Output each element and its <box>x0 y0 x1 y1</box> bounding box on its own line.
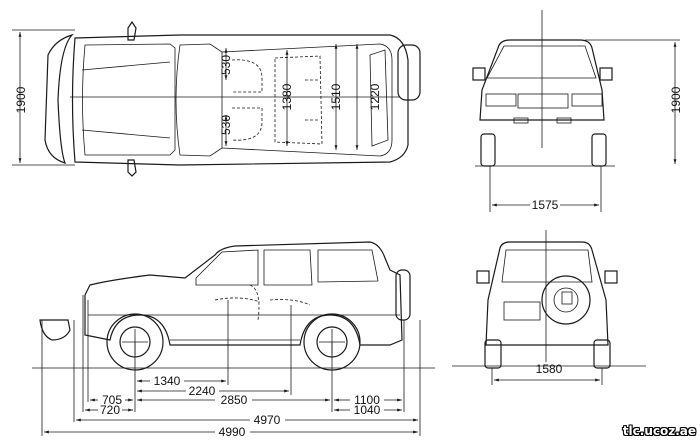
top-view-labels: 1900 530 530 1380 1510 1220 <box>14 55 382 135</box>
dim-front-seat-left: 530 <box>219 55 233 75</box>
dim-interior-width-front: 1380 <box>280 83 294 110</box>
dim-front-track: 1575 <box>532 198 559 212</box>
dim-wheelbase: 2850 <box>221 393 248 407</box>
dim-front-seat-right: 530 <box>219 115 233 135</box>
side-view <box>32 241 435 436</box>
dim-interior-width-rear: 1510 <box>329 83 343 110</box>
rear-view <box>452 230 646 385</box>
dim-overall-length-b: 4990 <box>219 425 246 439</box>
dim-front-axle-to-front-seat: 1340 <box>154 374 181 388</box>
front-view <box>472 10 680 212</box>
dim-front-overhang-a: 705 <box>102 393 122 407</box>
dim-front-overhang-b: 720 <box>100 403 120 417</box>
dim-rear-overhang-a: 1100 <box>354 393 380 407</box>
watermark: tlc.ucoz.ae <box>622 424 696 438</box>
dim-rear-overhang-b: 1040 <box>354 403 381 417</box>
top-view <box>12 20 421 177</box>
dim-front-axle-to-rear-seat: 2240 <box>189 384 216 398</box>
dim-cargo-width: 1220 <box>368 83 382 110</box>
dim-rear-track: 1580 <box>536 362 563 376</box>
front-view-labels: 1900 1575 <box>532 86 683 212</box>
dim-overall-length-a: 4970 <box>254 413 281 427</box>
rear-view-labels: 1580 <box>536 362 563 376</box>
dim-overall-width-top: 1900 <box>14 86 28 113</box>
dim-height: 1900 <box>669 86 683 113</box>
side-view-labels: 1340 2240 705 2850 1100 720 1040 4970 49… <box>100 374 381 439</box>
